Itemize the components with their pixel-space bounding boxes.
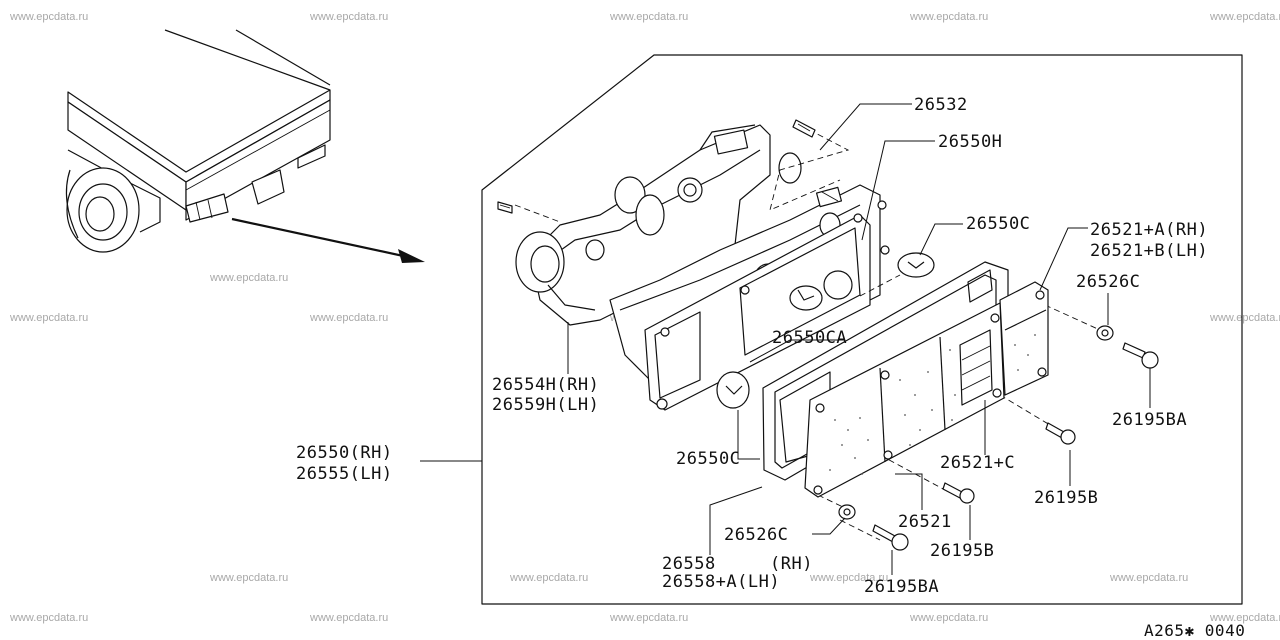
callout-26559H: 26559H(LH) <box>492 395 600 415</box>
exploded-view-frame <box>481 54 1243 605</box>
rear-combination-lamp-icon <box>497 119 1159 551</box>
watermark: www.epcdata.ru <box>10 612 89 624</box>
watermark: www.epcdata.ru <box>310 11 389 23</box>
callout-26558A: 26558+A(LH) <box>662 572 781 592</box>
callout-26521B: 26521+B(LH) <box>1090 241 1209 261</box>
watermark: www.epcdata.ru <box>210 272 289 284</box>
callout-26558: 26558 <box>662 554 716 574</box>
watermark: www.epcdata.ru <box>1210 612 1280 624</box>
callout-26550C-top: 26550C <box>966 214 1031 234</box>
leader-lines <box>420 103 1151 575</box>
watermark: www.epcdata.ru <box>1210 312 1280 324</box>
lens-stipple <box>829 349 956 475</box>
direction-arrow-icon <box>231 217 425 263</box>
callout-26550CA: 26550CA <box>772 328 848 348</box>
callout-26195B-bottom: 26195B <box>930 541 995 561</box>
watermark: www.epcdata.ru <box>10 11 89 23</box>
callout-26558-rh: (RH) <box>770 554 813 574</box>
truck-rear-icon <box>65 29 331 253</box>
callout-26555LH: 26555(LH) <box>296 464 393 484</box>
watermark: www.epcdata.ru <box>310 612 389 624</box>
callout-26550H: 26550H <box>938 132 1003 152</box>
callout-26521A: 26521+A(RH) <box>1090 220 1209 240</box>
callout-26526C-bottom: 26526C <box>724 525 789 545</box>
watermark: www.epcdata.ru <box>910 11 989 23</box>
diagram-code: A265✱ 0040 <box>1144 621 1246 640</box>
callout-26521: 26521 <box>898 512 952 532</box>
watermark: www.epcdata.ru <box>510 572 589 584</box>
callout-26521C: 26521+C <box>940 453 1016 473</box>
callout-26532: 26532 <box>914 95 968 115</box>
watermark: www.epcdata.ru <box>10 312 89 324</box>
callout-26195BA-right: 26195BA <box>1112 410 1188 430</box>
watermark: www.epcdata.ru <box>1210 11 1280 23</box>
watermark: www.epcdata.ru <box>210 572 289 584</box>
callout-26554H: 26554H(RH) <box>492 375 600 395</box>
callout-26195B-right: 26195B <box>1034 488 1099 508</box>
callout-26526C-top: 26526C <box>1076 272 1141 292</box>
watermark: www.epcdata.ru <box>610 612 689 624</box>
callout-26550RH: 26550(RH) <box>296 443 393 463</box>
watermark: www.epcdata.ru <box>910 612 989 624</box>
callout-26550C-bottom: 26550C <box>676 449 741 469</box>
watermark: www.epcdata.ru <box>610 11 689 23</box>
callout-26195BA-bottom: 26195BA <box>864 577 940 597</box>
watermark: www.epcdata.ru <box>310 312 389 324</box>
watermark: www.epcdata.ru <box>810 572 889 584</box>
watermark: www.epcdata.ru <box>1110 572 1189 584</box>
